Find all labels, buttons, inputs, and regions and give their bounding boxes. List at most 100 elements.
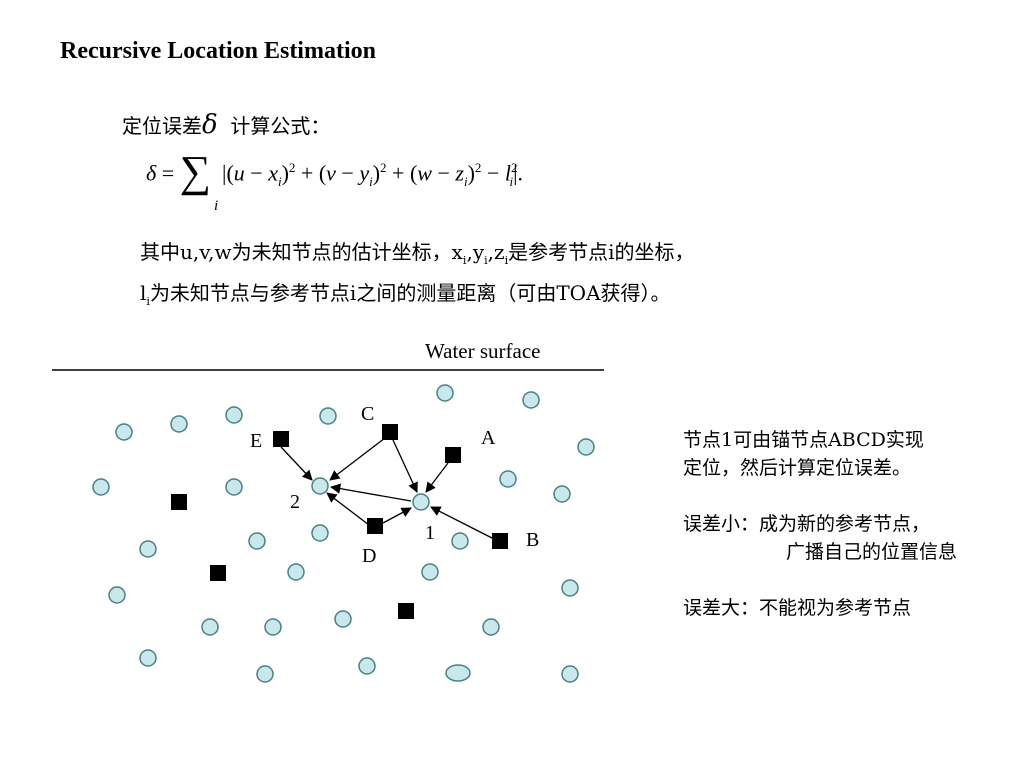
- large-error-label: 误差大：: [683, 597, 760, 619]
- formula-heading-suffix: 计算公式：: [230, 114, 331, 138]
- exp-2: 2: [510, 160, 518, 176]
- unknown-node: [522, 391, 540, 409]
- exp-var-z: z: [494, 240, 505, 264]
- explanation-line-1: 其中u,v,w为未知节点的估计坐标，xi,yi,zi是参考节点i的坐标，: [140, 240, 695, 267]
- arrow-c-to-2: [329, 437, 386, 481]
- network-diagram: Water surface: [52, 339, 604, 683]
- exp-var-l: l: [140, 281, 147, 305]
- unknown-node: [436, 384, 454, 402]
- target-nodes: [311, 477, 430, 511]
- exp-sub-i: i: [462, 254, 467, 267]
- formula-heading-prefix: 定位误差: [122, 114, 202, 138]
- var-l: l: [504, 160, 511, 186]
- unknown-node: [225, 406, 243, 424]
- arrow-a-to-1: [425, 462, 449, 493]
- page-title: Recursive Location Estimation: [60, 38, 376, 64]
- unknown-node: [561, 665, 579, 683]
- unknown-node: [319, 407, 337, 425]
- abs-open: |: [222, 160, 227, 186]
- label-a: A: [481, 427, 496, 449]
- side-notes: 节点1可由锚节点ABCD实现 定位，然后计算定位误差。 误差小：成为新的参考节点…: [683, 426, 957, 622]
- unknown-node: [139, 649, 157, 667]
- unknown-node: [170, 415, 188, 433]
- anchor-node: [171, 494, 187, 510]
- var-i: i: [463, 173, 468, 189]
- unknown-nodes: [92, 384, 595, 683]
- arrow-1-to-2: [329, 483, 412, 502]
- note-line-2: 定位，然后计算定位误差。: [683, 457, 912, 479]
- unknown-node: [561, 579, 579, 597]
- unknown-node: [256, 665, 274, 683]
- ranging-arrows: [280, 437, 493, 539]
- anchor-node: [210, 565, 226, 581]
- anchor-node-c: [382, 424, 398, 440]
- unknown-node: [201, 618, 219, 636]
- explanation-text-c: 为未知节点与参考节点i之间的测量距离（可由TOA获得）。: [149, 281, 671, 305]
- explanation-text-b: 是参考节点i的坐标，: [508, 240, 695, 264]
- unknown-node: [311, 524, 329, 542]
- unknown-node: [421, 563, 439, 581]
- anchor-node-d: [367, 518, 383, 534]
- exp-2: 2: [380, 160, 387, 176]
- explanation-text-a: 其中u,v,w为未知节点的估计坐标，: [140, 240, 452, 264]
- node-labels: E C A 2 1 D B: [250, 403, 539, 567]
- small-error-text-2: 广播自己的位置信息: [786, 541, 958, 563]
- unknown-node: [92, 478, 110, 496]
- abs-close: |: [513, 160, 518, 186]
- var-x: x: [268, 160, 278, 186]
- unknown-node: [139, 540, 157, 558]
- small-error-text-1: 成为新的参考节点，: [759, 513, 931, 535]
- delta-symbol: δ: [202, 110, 218, 140]
- formula-delta: δ: [146, 160, 157, 186]
- anchor-node-a: [445, 447, 461, 463]
- unknown-node: [482, 618, 500, 636]
- unknown-node: [499, 470, 517, 488]
- water-surface-label: Water surface: [425, 339, 540, 363]
- exp-2: 2: [474, 160, 482, 176]
- exp-2: 2: [288, 160, 296, 176]
- arrow-d-to-2: [326, 492, 370, 526]
- anchor-node-e: [273, 431, 289, 447]
- unknown-node: [264, 618, 282, 636]
- unknown-node: [577, 438, 595, 456]
- var-z: z: [455, 160, 464, 186]
- note-line-1: 节点1可由锚节点ABCD实现: [683, 429, 924, 451]
- small-error-label: 误差小：: [683, 513, 760, 535]
- unknown-node: [553, 485, 571, 503]
- formula-explanation: 其中u,v,w为未知节点的估计坐标，xi,yi,zi是参考节点i的坐标， li为…: [140, 236, 695, 318]
- var-v: v: [326, 160, 336, 186]
- sum-symbol: ∑: [179, 147, 212, 196]
- var-y: y: [359, 160, 370, 186]
- unknown-node: [451, 532, 469, 550]
- label-e: E: [250, 430, 262, 452]
- unknown-node: [108, 586, 126, 604]
- var-w: w: [417, 160, 432, 186]
- var-u: u: [233, 160, 245, 186]
- unknown-node: [358, 657, 376, 675]
- unknown-node: [334, 610, 352, 628]
- unknown-node: [248, 532, 266, 550]
- unknown-node: [287, 563, 305, 581]
- arrow-e-to-2: [280, 446, 313, 481]
- note-small-error: 误差小：成为新的参考节点，: [683, 510, 957, 538]
- large-error-text: 不能视为参考节点: [759, 597, 912, 619]
- formula-heading: 定位误差δ 计算公式：: [122, 110, 330, 140]
- exp-sub-i: i: [504, 254, 509, 267]
- var-i: i: [369, 173, 373, 189]
- explanation-line-2: li为未知节点与参考节点i之间的测量距离（可由TOA获得）。: [140, 277, 695, 318]
- exp-sub-i: i: [146, 295, 150, 308]
- label-1: 1: [425, 522, 435, 544]
- anchor-node: [398, 603, 414, 619]
- label-2: 2: [290, 491, 300, 513]
- node-1: [412, 493, 430, 511]
- note-large-error: 误差大：不能视为参考节点: [683, 594, 957, 622]
- unknown-node: [445, 664, 471, 682]
- unknown-node: [225, 478, 243, 496]
- exp-var-y: y: [472, 240, 485, 264]
- anchor-node-b: [492, 533, 508, 549]
- node-2: [311, 477, 329, 495]
- var-i: i: [277, 173, 282, 189]
- label-c: C: [361, 403, 374, 425]
- error-formula: δ = ∑ i |(u − xi)2 + (v − yi)2 + (w − zi…: [146, 147, 523, 214]
- unknown-node: [115, 423, 133, 441]
